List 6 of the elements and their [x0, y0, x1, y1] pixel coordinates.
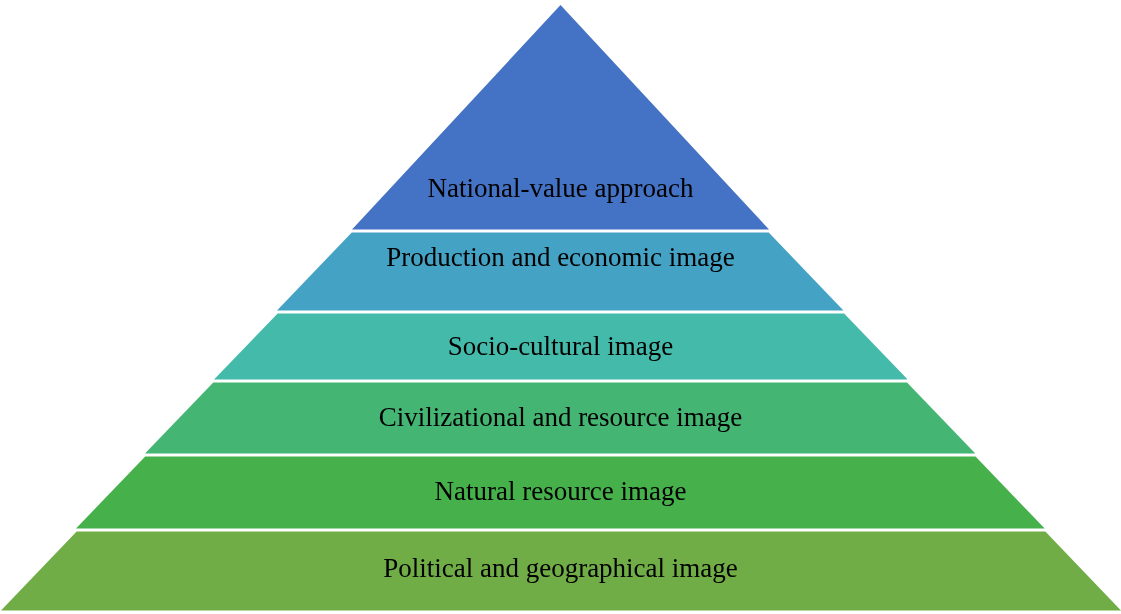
- level-label: Natural resource image: [434, 475, 687, 508]
- level-label: Production and economic image: [386, 241, 735, 274]
- level-label: Civilizational and resource image: [378, 401, 743, 434]
- level-label: National-value approach: [427, 172, 694, 205]
- level-label: Socio-cultural image: [447, 330, 674, 363]
- level-label: Political and geographical image: [383, 552, 738, 585]
